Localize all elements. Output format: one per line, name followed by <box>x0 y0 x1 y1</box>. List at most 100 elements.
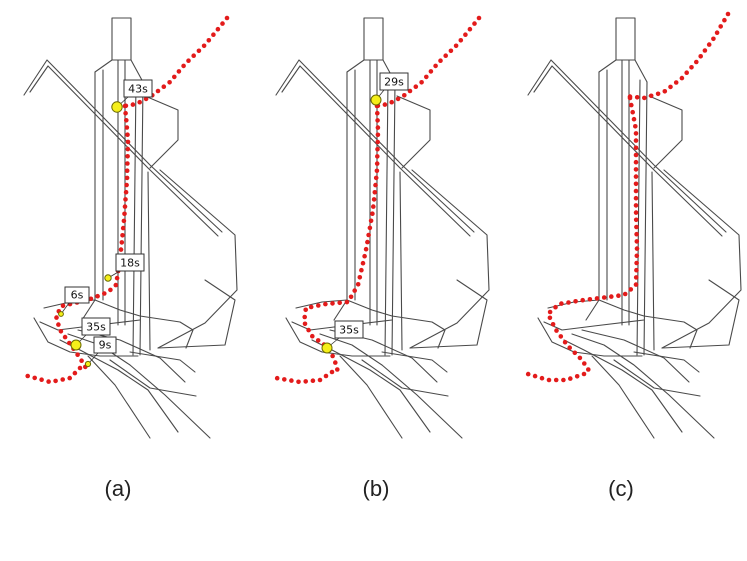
route-dot <box>335 367 340 372</box>
route-dot <box>306 327 311 333</box>
route-dot <box>572 350 578 356</box>
route-dot <box>633 195 639 201</box>
stop-marker: 35s <box>70 317 111 351</box>
road-network <box>23 17 238 439</box>
route-dot <box>123 197 128 202</box>
route-dot <box>274 375 280 381</box>
route-dot <box>122 103 128 109</box>
road-segment <box>94 59 144 83</box>
road-segment <box>275 59 475 233</box>
route-dot <box>702 48 708 53</box>
route-dot <box>633 217 639 223</box>
route-dot <box>395 96 401 102</box>
route-dot <box>559 301 564 306</box>
route-dot <box>121 218 127 224</box>
route-dot <box>58 329 64 334</box>
route-dot <box>375 154 380 159</box>
road-segment <box>527 59 727 233</box>
road-segment <box>129 351 196 373</box>
route-dot <box>333 360 338 365</box>
road-segment <box>581 329 690 383</box>
route-dot <box>553 304 558 310</box>
route-dot <box>633 124 638 129</box>
route-dot <box>122 204 128 209</box>
route-dot <box>525 371 531 377</box>
stop-duration-label: 35s <box>339 324 359 337</box>
route-dot <box>694 59 699 65</box>
route-dot <box>633 203 639 208</box>
route-dot <box>372 190 378 195</box>
route-dot <box>308 304 314 310</box>
route-dot <box>296 379 301 385</box>
road-segment <box>384 79 389 356</box>
route-dot <box>581 371 587 377</box>
route-dot <box>448 48 454 54</box>
road-segment <box>409 279 488 349</box>
route-dot <box>634 95 640 100</box>
route-dot <box>633 174 639 179</box>
route-dot <box>722 17 727 23</box>
route-dot <box>539 375 545 381</box>
stop-dot <box>70 339 82 351</box>
road-segment <box>563 339 683 433</box>
route-dot <box>375 110 380 116</box>
road-segment <box>661 279 740 349</box>
road-segment <box>661 169 742 349</box>
route-dot <box>373 175 379 181</box>
road-segment <box>585 71 600 321</box>
route-dot <box>374 161 380 166</box>
stop-dot <box>111 101 123 113</box>
stop-marker: 35s <box>321 320 364 354</box>
route-dot <box>72 370 78 376</box>
route-dot <box>616 293 621 299</box>
route-dot <box>310 333 315 339</box>
route-dot <box>289 378 294 383</box>
road-segment <box>139 81 144 356</box>
route-dot <box>359 267 364 273</box>
road-segment <box>144 95 179 169</box>
route-dot <box>46 379 51 384</box>
road-segment <box>613 359 701 397</box>
route-dot <box>25 373 31 379</box>
route-dot <box>601 295 607 300</box>
route-dot <box>668 84 673 90</box>
stop-label-box <box>115 253 145 272</box>
road-segment <box>132 79 137 356</box>
route-dot <box>634 224 639 230</box>
route-dot <box>114 275 120 281</box>
route-dot <box>562 339 568 345</box>
road-segment <box>81 71 96 321</box>
stop-duration-label: 6s <box>71 289 84 302</box>
route-dot <box>137 99 142 105</box>
route-dot <box>630 109 635 115</box>
route-dot <box>561 377 566 383</box>
route-dot <box>554 328 559 333</box>
route-dot <box>371 197 377 202</box>
road-segment <box>109 359 197 397</box>
route-dot <box>633 282 639 287</box>
stop-label-box <box>379 72 409 91</box>
route-dot <box>375 139 381 145</box>
route-dot <box>330 301 335 306</box>
route-dot <box>706 42 712 47</box>
stop-dot <box>84 360 92 368</box>
route-dot <box>155 88 161 94</box>
route-dot <box>124 168 130 173</box>
route-dot <box>113 282 119 288</box>
road-segment <box>633 351 700 373</box>
route-dot <box>316 303 321 308</box>
route-dot <box>362 253 367 259</box>
route-dot <box>407 88 413 94</box>
route-dot <box>125 161 130 166</box>
road-segment <box>598 59 648 83</box>
stop-label-box <box>93 336 117 354</box>
stop-marker: 18s <box>104 253 145 282</box>
road-segment <box>319 333 463 439</box>
caption-a: (a) <box>104 476 132 501</box>
route-dot <box>634 246 640 251</box>
route-dot <box>125 139 131 145</box>
stop-dot <box>370 94 382 106</box>
